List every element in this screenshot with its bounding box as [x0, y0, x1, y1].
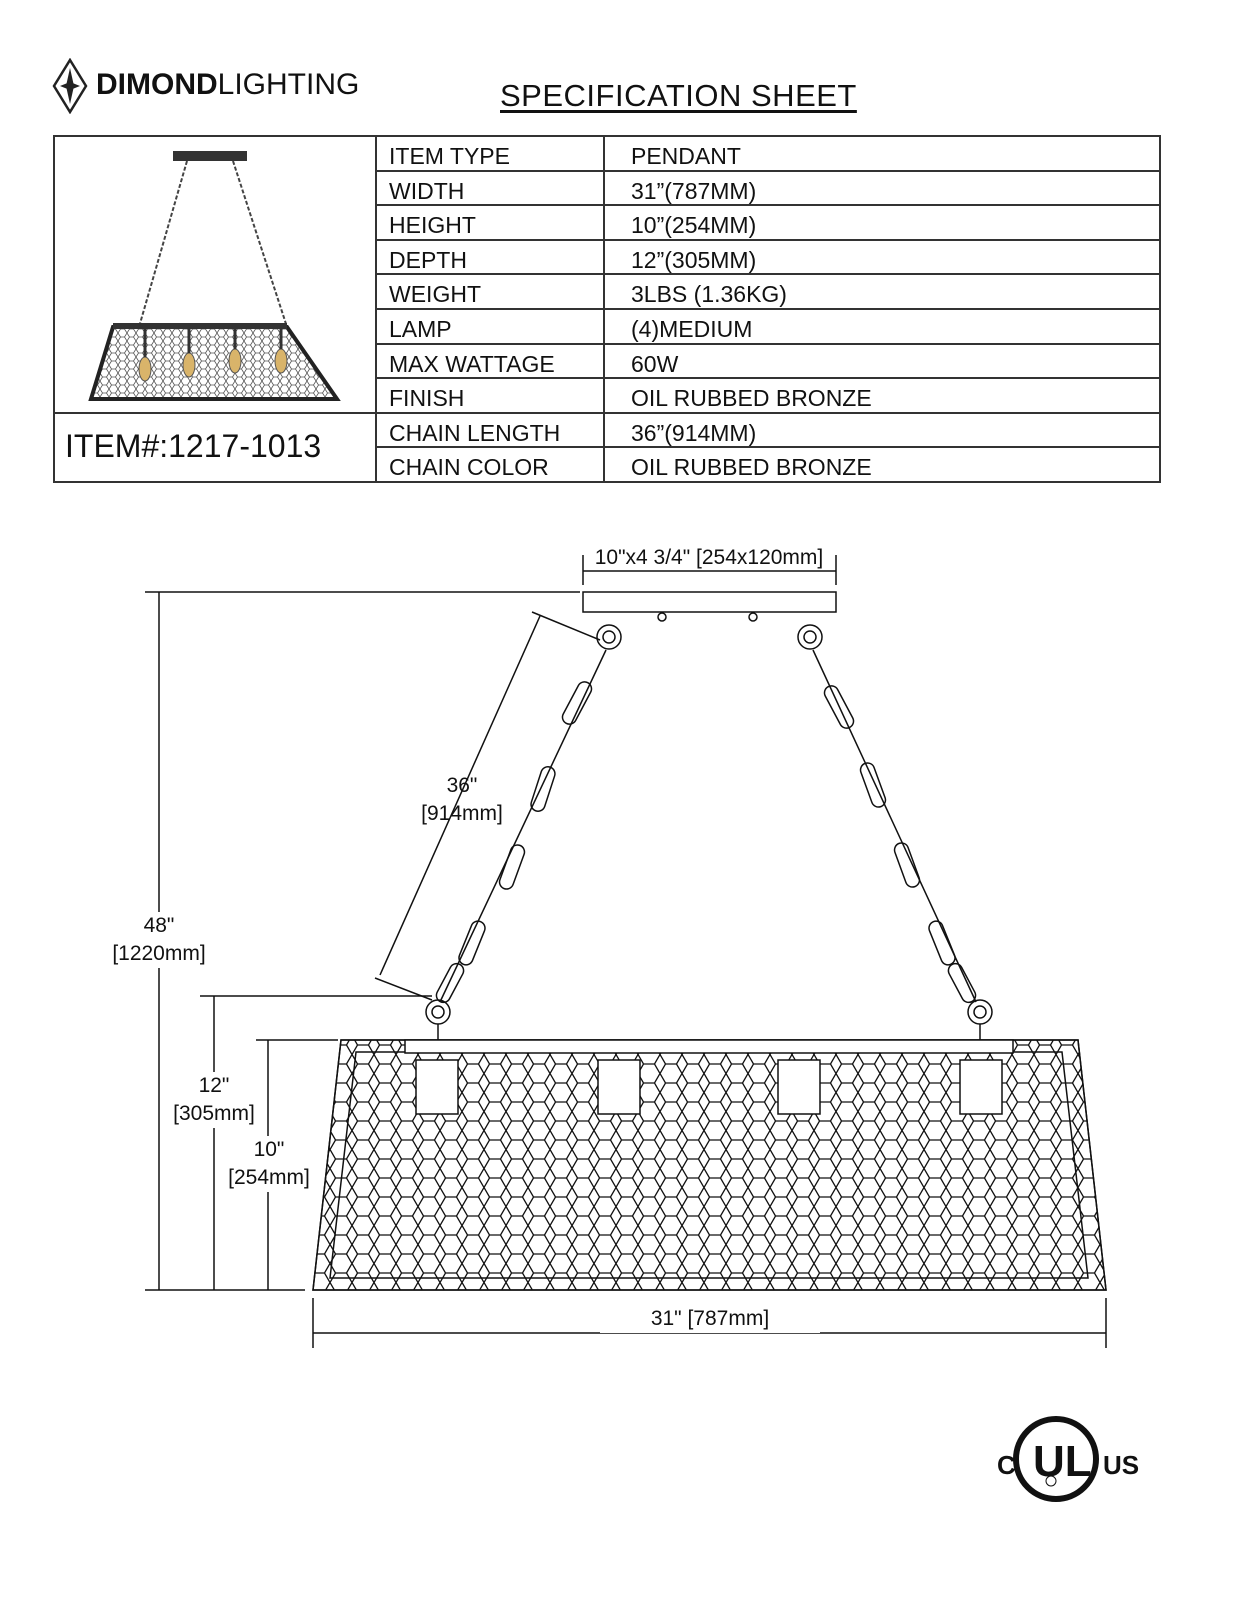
depth-dimension: 12"[305mm]	[166, 1072, 262, 1128]
height-dimension: 10"[254mm]	[220, 1136, 318, 1192]
brand-name: DIMONDLIGHTING	[96, 68, 360, 101]
brand-logo: DIMONDLIGHTING	[52, 57, 382, 115]
svg-text:UL: UL	[1033, 1437, 1092, 1486]
item-number: ITEM#:1217-1013	[55, 414, 377, 483]
overall-height-dimension: 48"[1220mm]	[104, 912, 214, 968]
svg-text:US: US	[1103, 1450, 1139, 1480]
ul-certification-mark: C UL US	[995, 1414, 1145, 1504]
svg-text:C: C	[997, 1450, 1016, 1480]
page-title: SPECIFICATION SHEET	[500, 78, 857, 113]
diamond-logo-icon	[52, 57, 88, 115]
product-photo	[55, 137, 377, 414]
width-dimension: 31" [787mm]	[600, 1305, 820, 1333]
spec-row: LAMP(4)MEDIUM	[377, 309, 1161, 345]
ul-logo-icon: C UL US	[997, 1416, 1139, 1502]
canopy-dimension: 10"x4 3/4" [254x120mm]	[594, 546, 824, 569]
chain-length-dimension: 36"[914mm]	[421, 774, 503, 825]
